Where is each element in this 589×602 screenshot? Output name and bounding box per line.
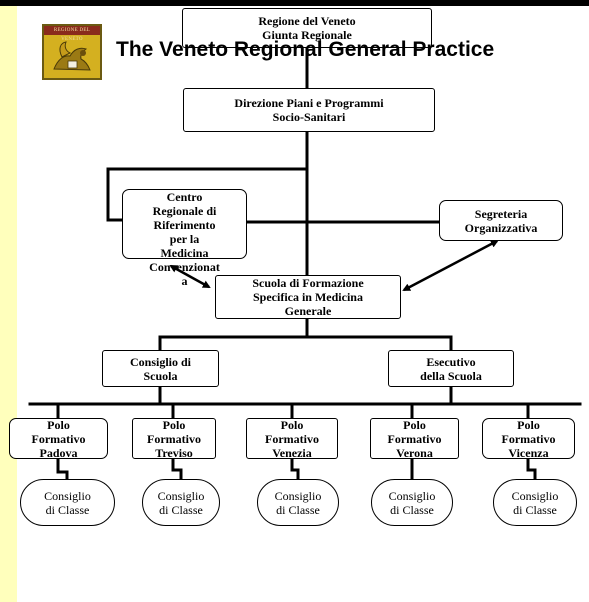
logo-band-text: REGIONE DEL VENETO [53, 28, 91, 42]
scuola-box: Scuola di Formazione Specifica in Medici… [215, 275, 401, 319]
slide-title: The Veneto Regional General Practice [116, 38, 495, 61]
polo-box-venezia: Polo Formativo Venezia [246, 418, 338, 460]
consiglio-scuola-box: Consiglio di Scuola [102, 350, 219, 387]
classe-link-3 [290, 457, 300, 481]
classe-bubble-venezia: Consiglio di Classe [257, 479, 339, 526]
polo-box-verona: Polo Formativo Verona [370, 418, 459, 460]
region-logo: REGIONE DEL VENETO [42, 24, 102, 80]
esecutivo-box: Esecutivo della Scuola [388, 350, 514, 387]
top-rule [0, 0, 589, 6]
centro-box: Centro Regionale di Riferimento per la M… [122, 189, 247, 288]
classe-bubble-verona: Consiglio di Classe [371, 479, 453, 526]
classe-bubble-vicenza: Consiglio di Classe [493, 479, 577, 526]
classe-bubble-padova: Consiglio di Classe [20, 479, 115, 526]
classe-link-2 [171, 457, 183, 481]
classe-bubble-treviso: Consiglio di Classe [142, 479, 220, 526]
centro-scuola-arrow [169, 264, 211, 289]
segreteria-box: Segreteria Organizzativa [439, 200, 563, 241]
polo-box-treviso: Polo Formativo Treviso [132, 418, 216, 460]
logo-band: REGIONE DEL VENETO [44, 26, 100, 42]
classe-link-1 [56, 457, 69, 481]
councils-bracket-line [158, 335, 453, 352]
regione-box: Regione del Veneto Giunta Regionale [182, 8, 432, 48]
polo-box-vicenza: Polo Formativo Vicenza [482, 418, 575, 460]
lion-of-saint-mark-crest-icon [53, 41, 91, 71]
classe-link-5 [526, 457, 537, 481]
centro-bracket-line [106, 167, 309, 222]
segreteria-scuola-arrow [402, 239, 499, 292]
direzione-box: Direzione Piani e Programmi Socio-Sanita… [183, 88, 435, 132]
polo-box-padova: Polo Formativo Padova [9, 418, 108, 460]
